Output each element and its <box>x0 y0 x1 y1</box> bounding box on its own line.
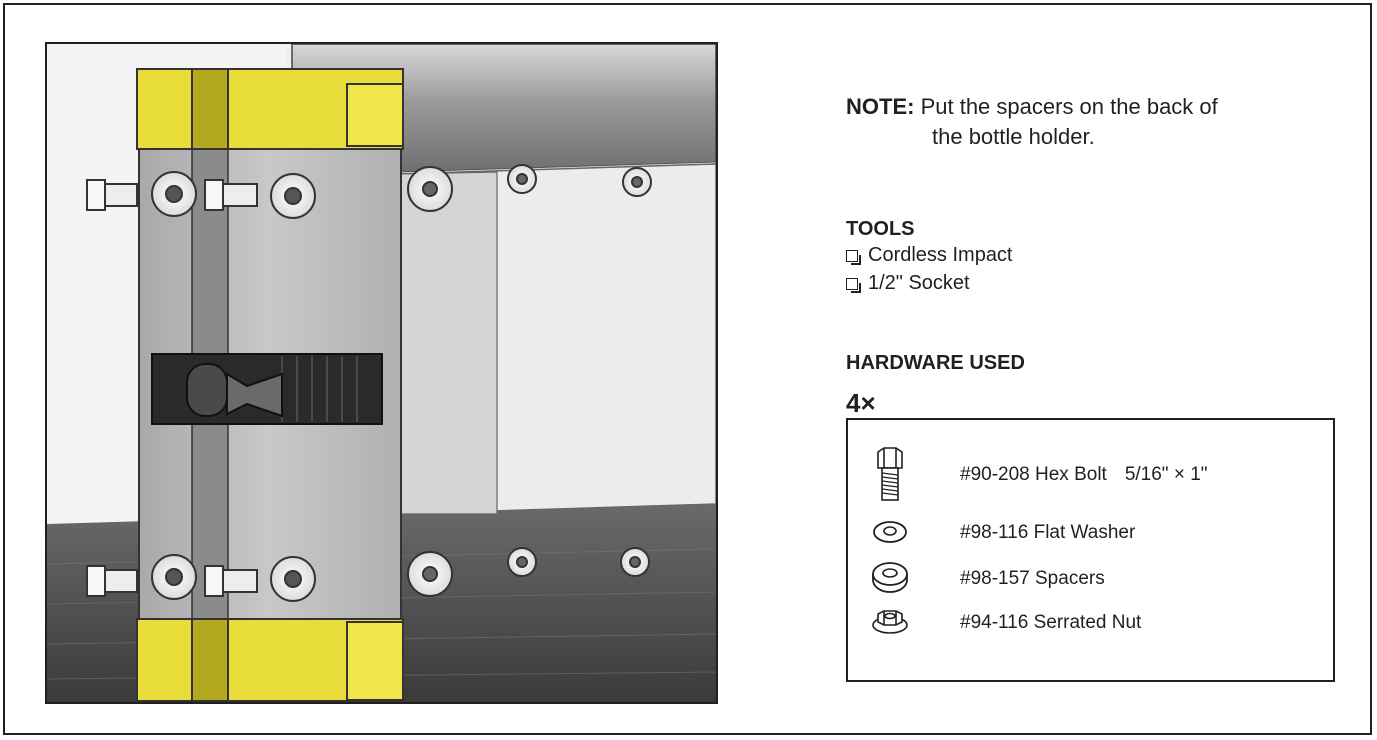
hardware-item-label: #94-116 Serrated Nut <box>960 612 1142 633</box>
hardware-box: #90-208 Hex Bolt 5/16" × 1" #98-116 Flat … <box>846 418 1335 682</box>
spacer-icon <box>872 562 908 593</box>
assembly-illustration <box>45 42 718 704</box>
hardware-quantity: 4× <box>846 388 876 418</box>
hardware-item-spacers: #98-157 Spacers <box>960 568 1105 590</box>
hardware-item-hex-bolt: #90-208 Hex Bolt 5/16" × 1" <box>960 464 1208 486</box>
checkbox-icon <box>846 277 861 293</box>
note-text-line1: Put the spacers on the back of <box>920 94 1218 119</box>
tools-heading: TOOLS <box>846 218 915 240</box>
flat-washer-icon <box>873 521 907 543</box>
note-block: NOTE: Put the spacers on the back of the… <box>846 92 1346 152</box>
note-label: NOTE: <box>846 94 915 119</box>
hex-bolt-icon <box>877 447 903 501</box>
hardware-item-serrated-nut: #94-116 Serrated Nut <box>960 612 1141 634</box>
checkbox-icon <box>846 249 861 265</box>
hardware-item-label: #98-157 Spacers <box>960 568 1105 589</box>
tool-item-label: Cordless Impact <box>868 244 1013 266</box>
hardware-item-label: #90-208 Hex Bolt <box>960 464 1107 485</box>
tool-item-cordless-impact: Cordless Impact <box>846 244 1013 267</box>
note-text-line2: the bottle holder. <box>932 124 1095 149</box>
tool-item-socket: 1/2" Socket <box>846 272 970 295</box>
serrated-nut-icon <box>872 610 908 634</box>
page-frame <box>3 3 1372 735</box>
hardware-item-flat-washer: #98-116 Flat Washer <box>960 522 1135 544</box>
hardware-item-label: #98-116 Flat Washer <box>960 522 1136 543</box>
hardware-item-size: 5/16" × 1" <box>1124 464 1208 485</box>
hardware-heading: HARDWARE USED <box>846 352 1025 374</box>
tool-item-label: 1/2" Socket <box>868 272 970 294</box>
